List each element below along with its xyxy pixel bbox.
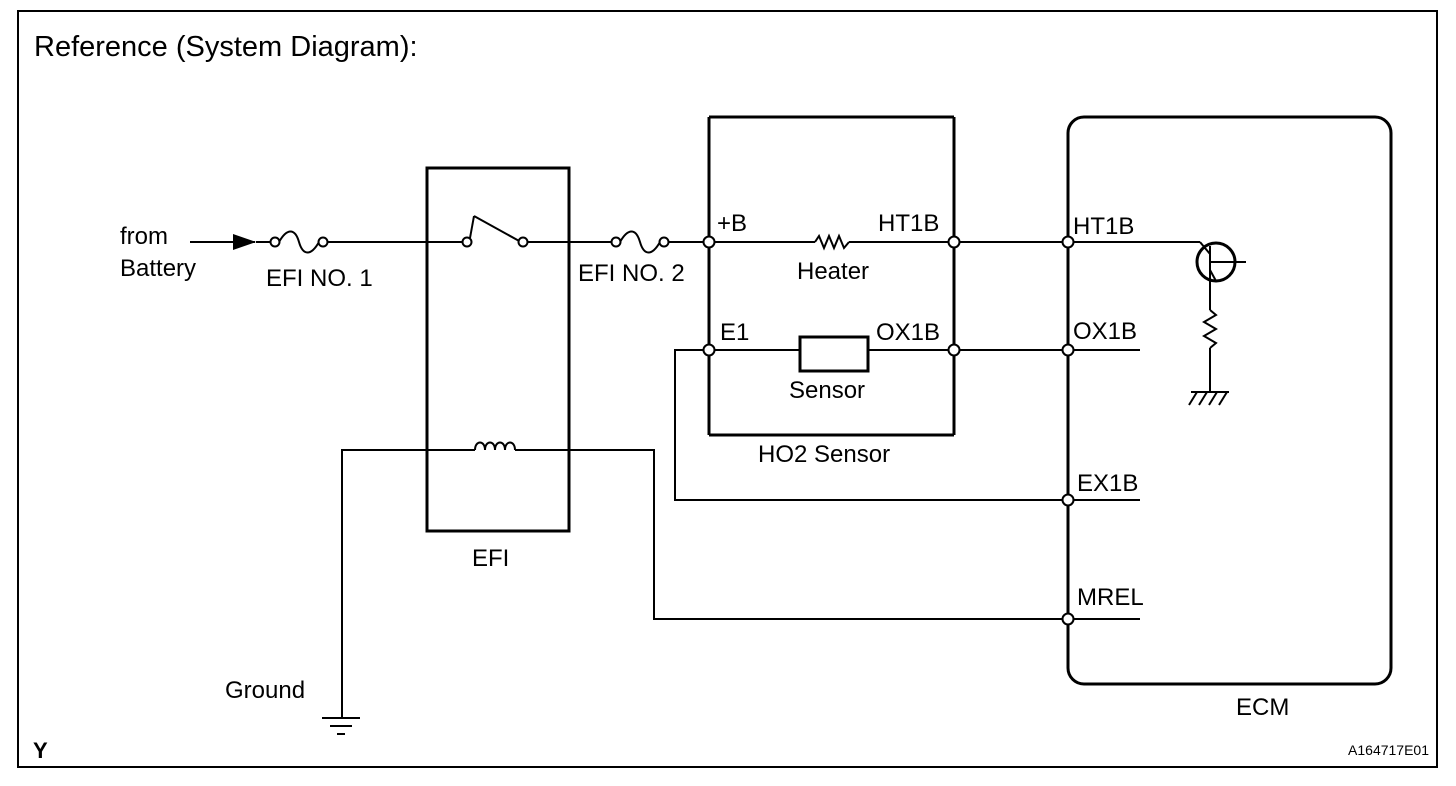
transistor-icon bbox=[1195, 241, 1246, 283]
heater-label: Heater bbox=[797, 258, 869, 285]
ecm-box bbox=[1066, 115, 1393, 686]
heater-circuit bbox=[709, 233, 954, 251]
relay-switch-contact bbox=[461, 215, 529, 248]
sensor-label: Sensor bbox=[789, 377, 865, 404]
e1-ex1b-wire bbox=[674, 349, 1140, 501]
pin-plus-b-label: +B bbox=[717, 210, 747, 237]
ecm-pin-ex1b-label: EX1B bbox=[1077, 470, 1138, 497]
coil-mrel-wire bbox=[515, 449, 1140, 620]
source-label-from: from bbox=[120, 223, 168, 250]
fuse-efi-no1-symbol bbox=[269, 230, 329, 254]
sensor-circuit bbox=[709, 335, 954, 373]
diagram-title: Reference (System Diagram): bbox=[34, 31, 418, 63]
diagram-frame bbox=[17, 10, 1438, 768]
pin-ht1b-sensor-label: HT1B bbox=[878, 210, 939, 237]
pin-ox1b-sensor-label: OX1B bbox=[876, 319, 940, 346]
coil-ground-wire bbox=[322, 449, 475, 735]
ecm-resistor-ground bbox=[1188, 278, 1229, 406]
ho2-sensor-box bbox=[707, 115, 956, 437]
source-label-battery: Battery bbox=[120, 255, 196, 282]
efi-relay-label: EFI bbox=[472, 545, 509, 572]
relay-coil-icon bbox=[474, 441, 516, 451]
corner-mark: Y bbox=[33, 738, 48, 763]
fuse-efi-no1-label: EFI NO. 1 bbox=[266, 265, 373, 292]
ground-label: Ground bbox=[225, 677, 305, 704]
ho2-sensor-label: HO2 Sensor bbox=[758, 441, 890, 468]
ecm-label: ECM bbox=[1236, 694, 1289, 721]
ecm-pin-ht1b-label: HT1B bbox=[1073, 213, 1134, 240]
ecm-pin-mrel-label: MREL bbox=[1077, 584, 1144, 611]
fuse-efi-no2-symbol bbox=[610, 230, 670, 254]
pin-e1-label: E1 bbox=[720, 319, 749, 346]
efi-relay-box bbox=[425, 166, 571, 533]
figure-code: A164717E01 bbox=[1348, 742, 1429, 758]
ecm-pin-ox1b-label: OX1B bbox=[1073, 318, 1137, 345]
fuse-efi-no2-label: EFI NO. 2 bbox=[578, 260, 685, 287]
connection-nodes bbox=[702, 235, 1075, 626]
battery-input-arrow bbox=[190, 234, 256, 250]
